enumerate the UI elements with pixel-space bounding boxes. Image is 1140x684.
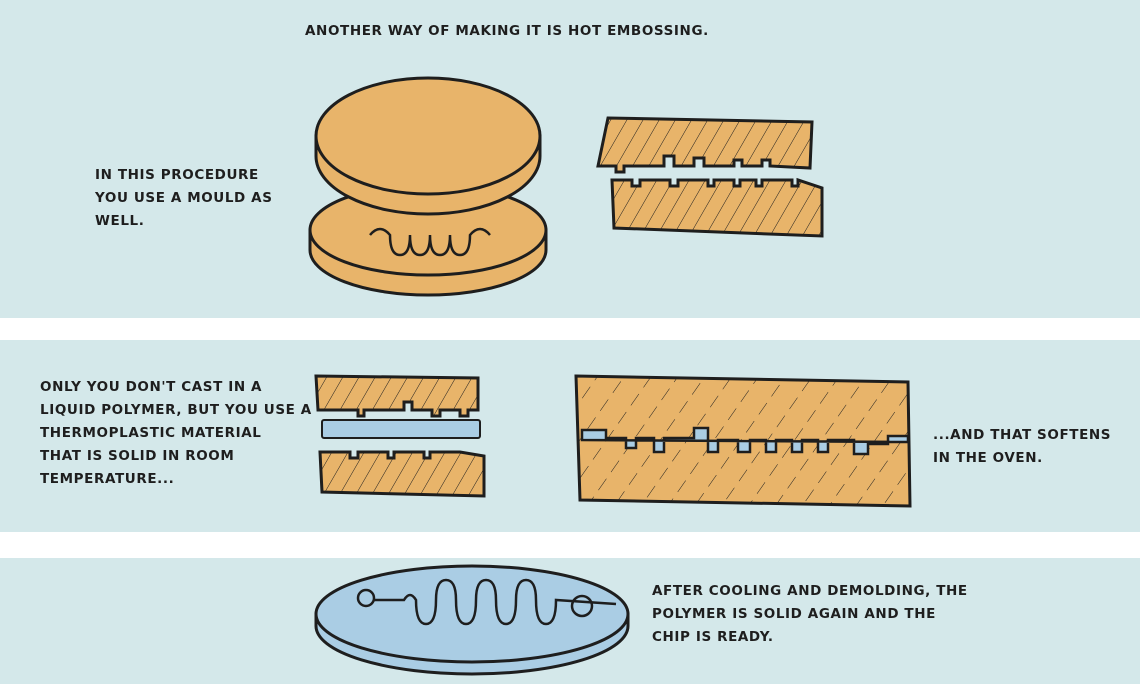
caption-thermoplastic: ONLY YOU DON'T CAST IN A LIQUID POLYMER,…	[40, 379, 312, 487]
panel-title: ANOTHER WAY OF MAKING IT IS HOT EMBOSSIN…	[305, 23, 709, 39]
mould-polymer-stack-illustration	[314, 374, 486, 498]
panel-finished-chip: AFTER COOLING AND DEMOLDING, THE POLYMER…	[0, 558, 1140, 684]
mould-halves-illustration	[596, 116, 824, 238]
caption-chip-ready: AFTER COOLING AND DEMOLDING, THE POLYMER…	[652, 583, 968, 645]
caption-mould: IN THIS PROCEDURE YOU USE A MOULD AS WEL…	[95, 167, 273, 229]
panel-thermoplastic: ONLY YOU DON'T CAST IN A LIQUID POLYMER,…	[0, 340, 1140, 532]
caption-softens: ...AND THAT SOFTENS IN THE OVEN.	[933, 427, 1112, 466]
mould-disks-illustration	[308, 76, 548, 297]
finished-chip-illustration	[314, 564, 630, 676]
pressed-mould-illustration	[574, 374, 912, 508]
panel-hot-embossing-intro: ANOTHER WAY OF MAKING IT IS HOT EMBOSSIN…	[0, 0, 1140, 318]
